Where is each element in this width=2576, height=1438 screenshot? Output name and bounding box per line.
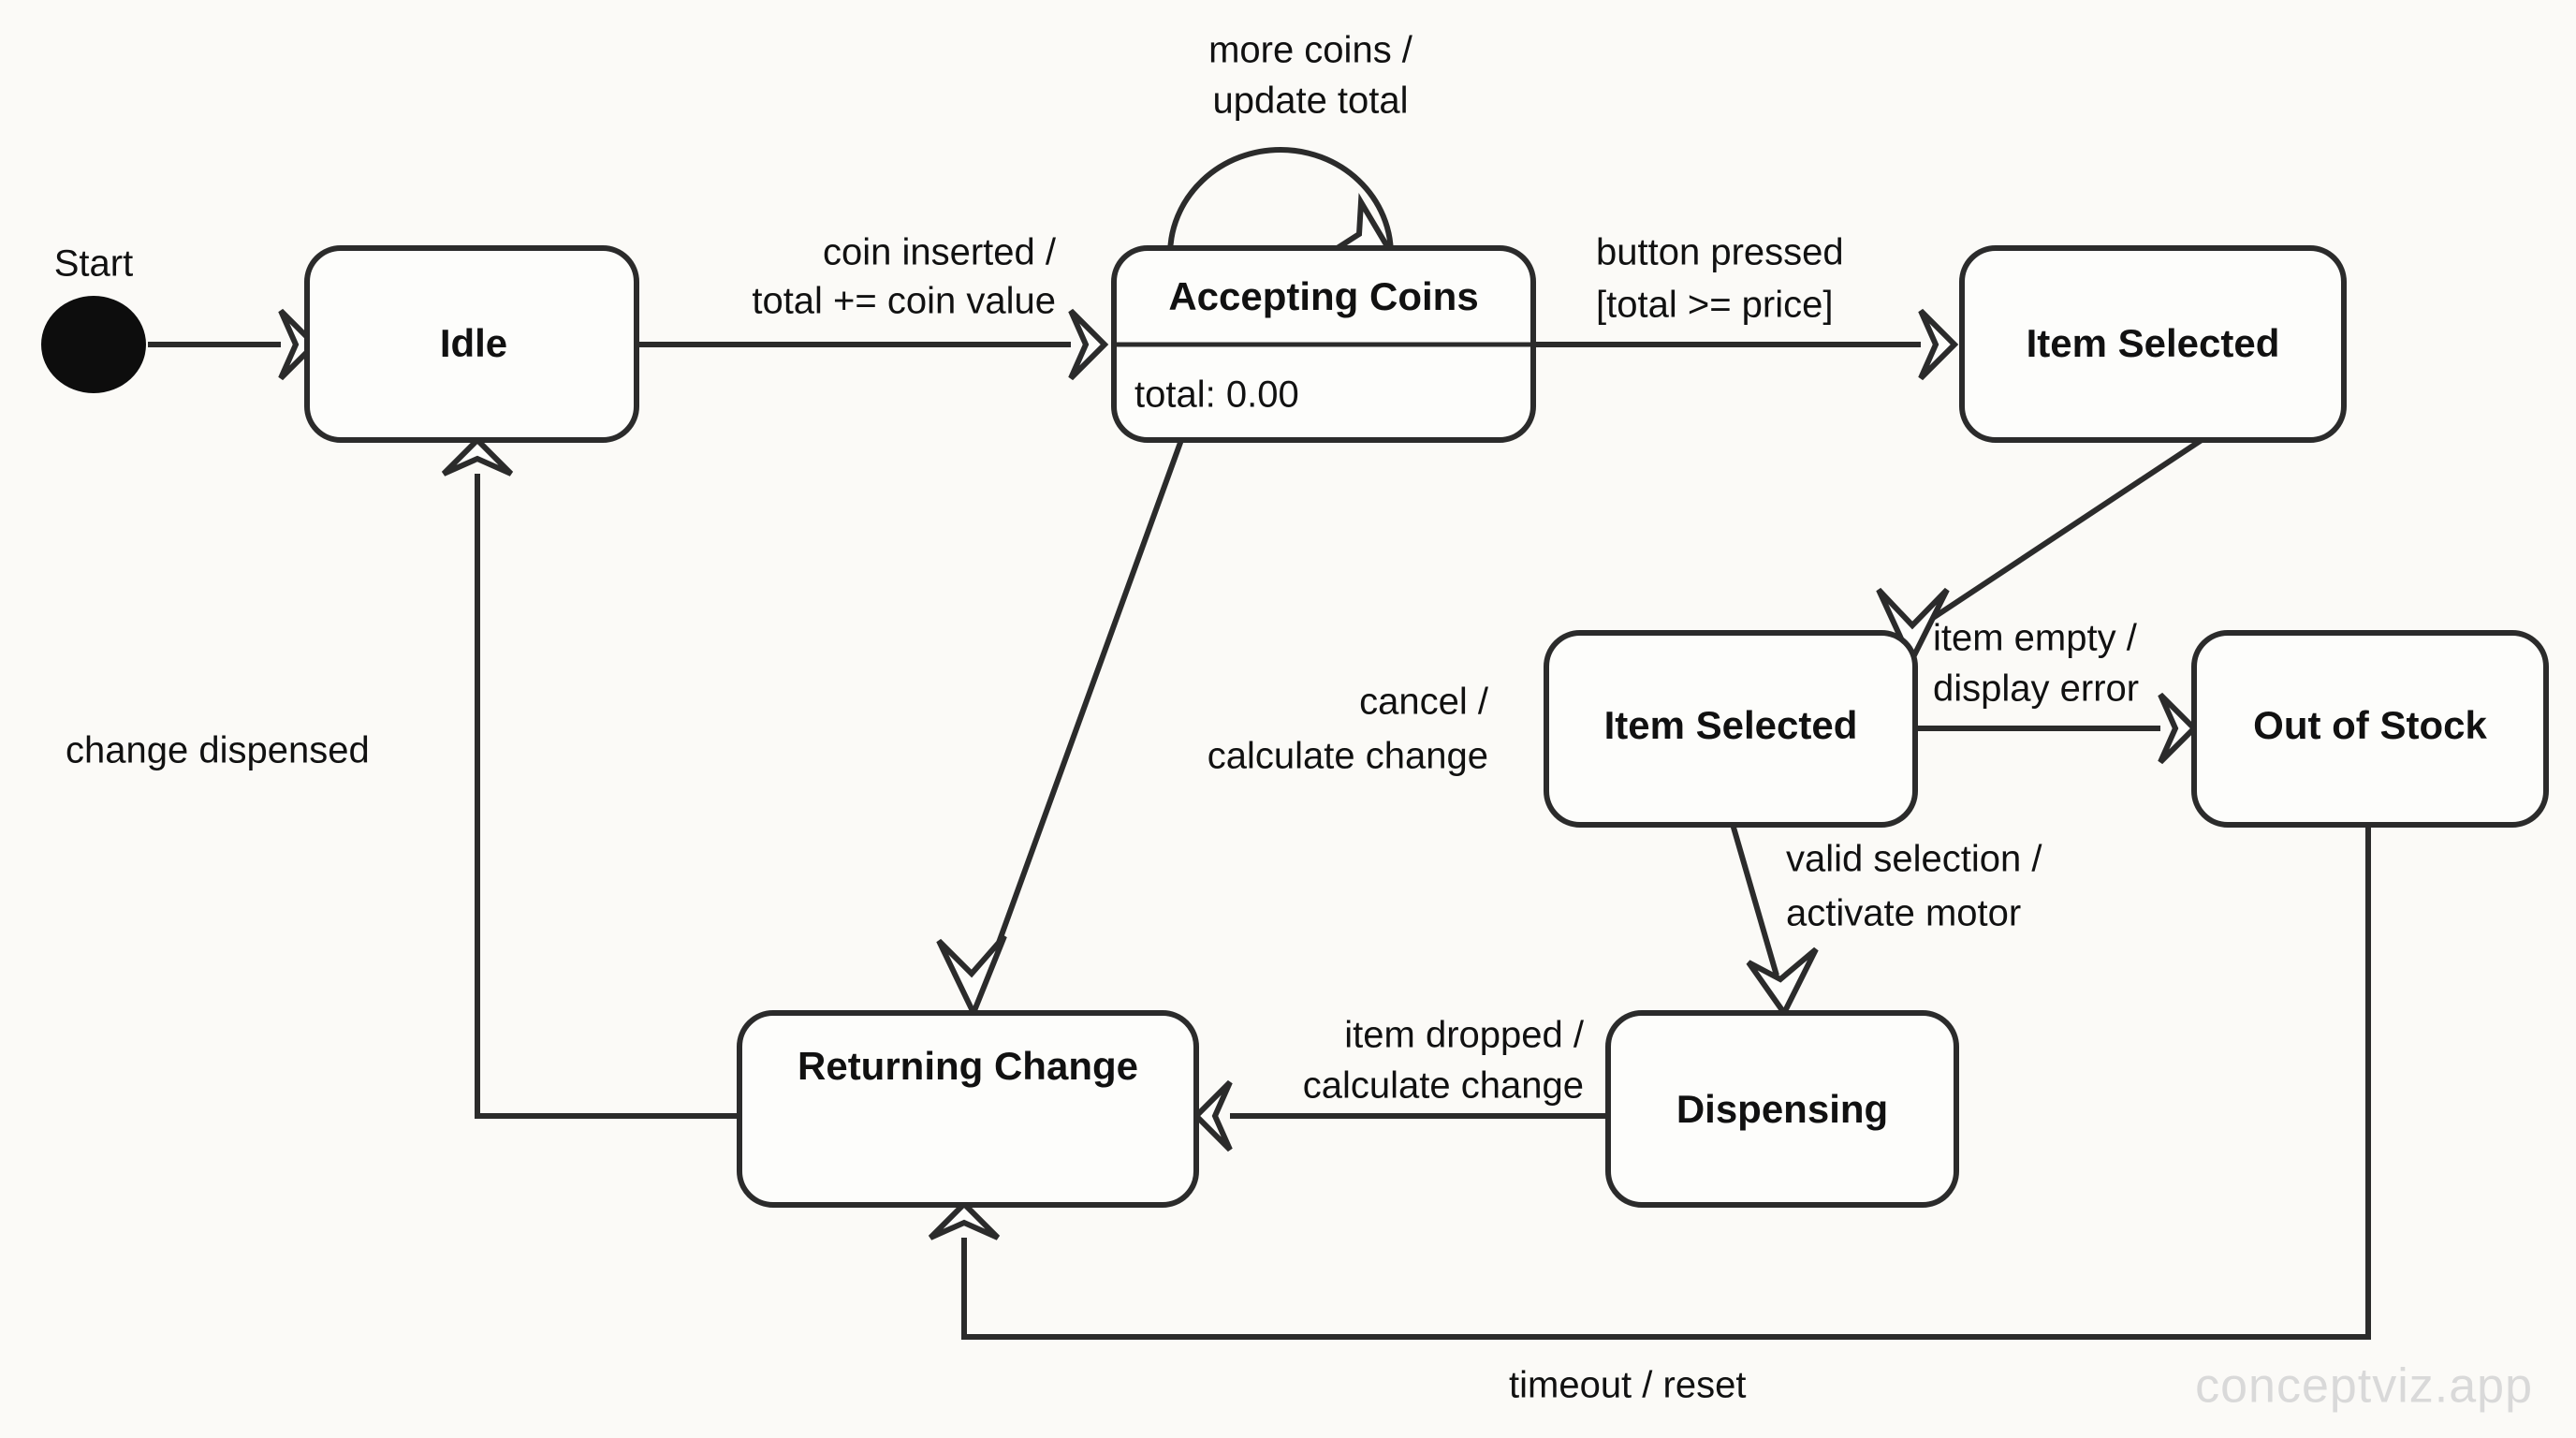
edge-line-cancel — [985, 438, 1184, 976]
state-item-selected-top-box — [1959, 245, 2347, 443]
arrowhead-itemselected-outofstock — [2158, 692, 2199, 765]
edge-label-cancel-line1: cancel / — [1359, 682, 1489, 723]
edge-label-more-coins-line2: update total — [1212, 81, 1408, 122]
edge-label-item-dropped-line1: item dropped / — [1344, 1015, 1585, 1056]
arrowhead-itemselected-dispensing — [1746, 946, 1819, 1019]
transition-item-selected-to-out-of-stock[interactable]: item empty / display error — [1915, 618, 2199, 765]
start-label: Start — [54, 243, 133, 285]
state-out-of-stock-label: Out of Stock — [2253, 703, 2487, 747]
start-filled-circle — [41, 296, 146, 393]
edge-line-itemselected-dispensing — [1727, 814, 1779, 976]
state-item-selected-middle[interactable]: Item Selected — [1544, 630, 1918, 828]
state-returning-change-box — [737, 1010, 1199, 1208]
edge-label-more-coins-line1: more coins / — [1208, 30, 1413, 71]
edge-label-valid-selection-line2: activate motor — [1786, 893, 2021, 934]
state-dispensing-label: Dispensing — [1676, 1087, 1888, 1131]
edge-line-self-loop — [1167, 147, 1394, 256]
arrowhead-change-dispensed — [441, 435, 514, 477]
state-out-of-stock[interactable]: Out of Stock — [2191, 630, 2549, 828]
edge-label-coin-inserted-line2: total += coin value — [752, 281, 1056, 322]
arrowhead-timeout-reset — [928, 1199, 1001, 1240]
state-accepting-coins[interactable]: Accepting Coins total: 0.00 — [1111, 245, 1536, 443]
edge-line-itemselected-itemselected — [1928, 437, 2203, 623]
edge-label-change-dispensed: change dispensed — [66, 730, 370, 771]
transition-accepting-coins-to-returning-change[interactable]: cancel / calculate change — [936, 438, 1489, 1020]
state-item-selected-top-label: Item Selected — [2027, 321, 2280, 365]
state-idle-label: Idle — [440, 321, 507, 365]
state-idle-box — [304, 245, 639, 443]
transition-dispensing-to-returning-change[interactable]: item dropped / calculate change — [1192, 1015, 1608, 1152]
edge-label-item-empty-line2: display error — [1933, 668, 2139, 710]
state-idle[interactable]: Idle — [304, 245, 639, 443]
state-returning-change-label: Returning Change — [798, 1044, 1138, 1088]
transition-out-of-stock-to-returning-change[interactable]: timeout / reset — [928, 828, 2371, 1406]
edge-label-valid-selection-line1: valid selection / — [1786, 839, 2042, 880]
edge-label-item-dropped-line2: calculate change — [1303, 1065, 1584, 1107]
transition-accepting-coins-to-item-selected[interactable]: button pressed [total >= price] — [1533, 232, 1959, 381]
state-accepting-coins-total: total: 0.00 — [1134, 374, 1299, 416]
edge-label-button-pressed-line2: [total >= price] — [1596, 285, 1833, 326]
arrowhead-start-idle — [278, 308, 319, 381]
state-returning-change[interactable]: Returning Change — [737, 1010, 1199, 1208]
state-item-selected-top[interactable]: Item Selected — [1959, 245, 2347, 443]
state-dispensing[interactable]: Dispensing — [1605, 1010, 1959, 1208]
edge-label-timeout-reset: timeout / reset — [1509, 1365, 1746, 1406]
state-item-selected-middle-label: Item Selected — [1604, 703, 1858, 747]
arrowhead-cancel — [936, 934, 1007, 1020]
arrowhead-dispensing-returning — [1192, 1079, 1233, 1152]
state-accepting-coins-label: Accepting Coins — [1168, 274, 1478, 318]
edge-line-timeout-reset — [961, 828, 2371, 1340]
arrowhead-accepting-itemselected — [1918, 308, 1959, 381]
start-node[interactable]: Start — [41, 243, 146, 393]
edge-label-cancel-line2: calculate change — [1208, 736, 1488, 777]
transition-accepting-coins-self-loop[interactable]: more coins / update total — [1167, 30, 1413, 267]
edge-label-item-empty-line1: item empty / — [1933, 618, 2138, 659]
state-dispensing-box — [1605, 1010, 1959, 1208]
watermark-conceptviz: conceptviz.app — [2195, 1359, 2533, 1414]
edge-line-change-dispensed — [475, 474, 739, 1119]
arrowhead-idle-accepting — [1068, 308, 1109, 381]
edge-label-coin-inserted-line1: coin inserted / — [823, 232, 1057, 273]
edge-label-button-pressed-line1: button pressed — [1596, 232, 1844, 273]
transition-start-to-idle[interactable] — [148, 308, 319, 381]
transition-idle-to-accepting-coins[interactable]: coin inserted / total += coin value — [637, 232, 1109, 381]
transition-returning-change-to-idle[interactable]: change dispensed — [66, 435, 739, 1119]
state-out-of-stock-box — [2191, 630, 2549, 828]
state-item-selected-middle-box — [1544, 630, 1918, 828]
transition-item-selected-to-dispensing[interactable]: valid selection / activate motor — [1727, 814, 2042, 1019]
